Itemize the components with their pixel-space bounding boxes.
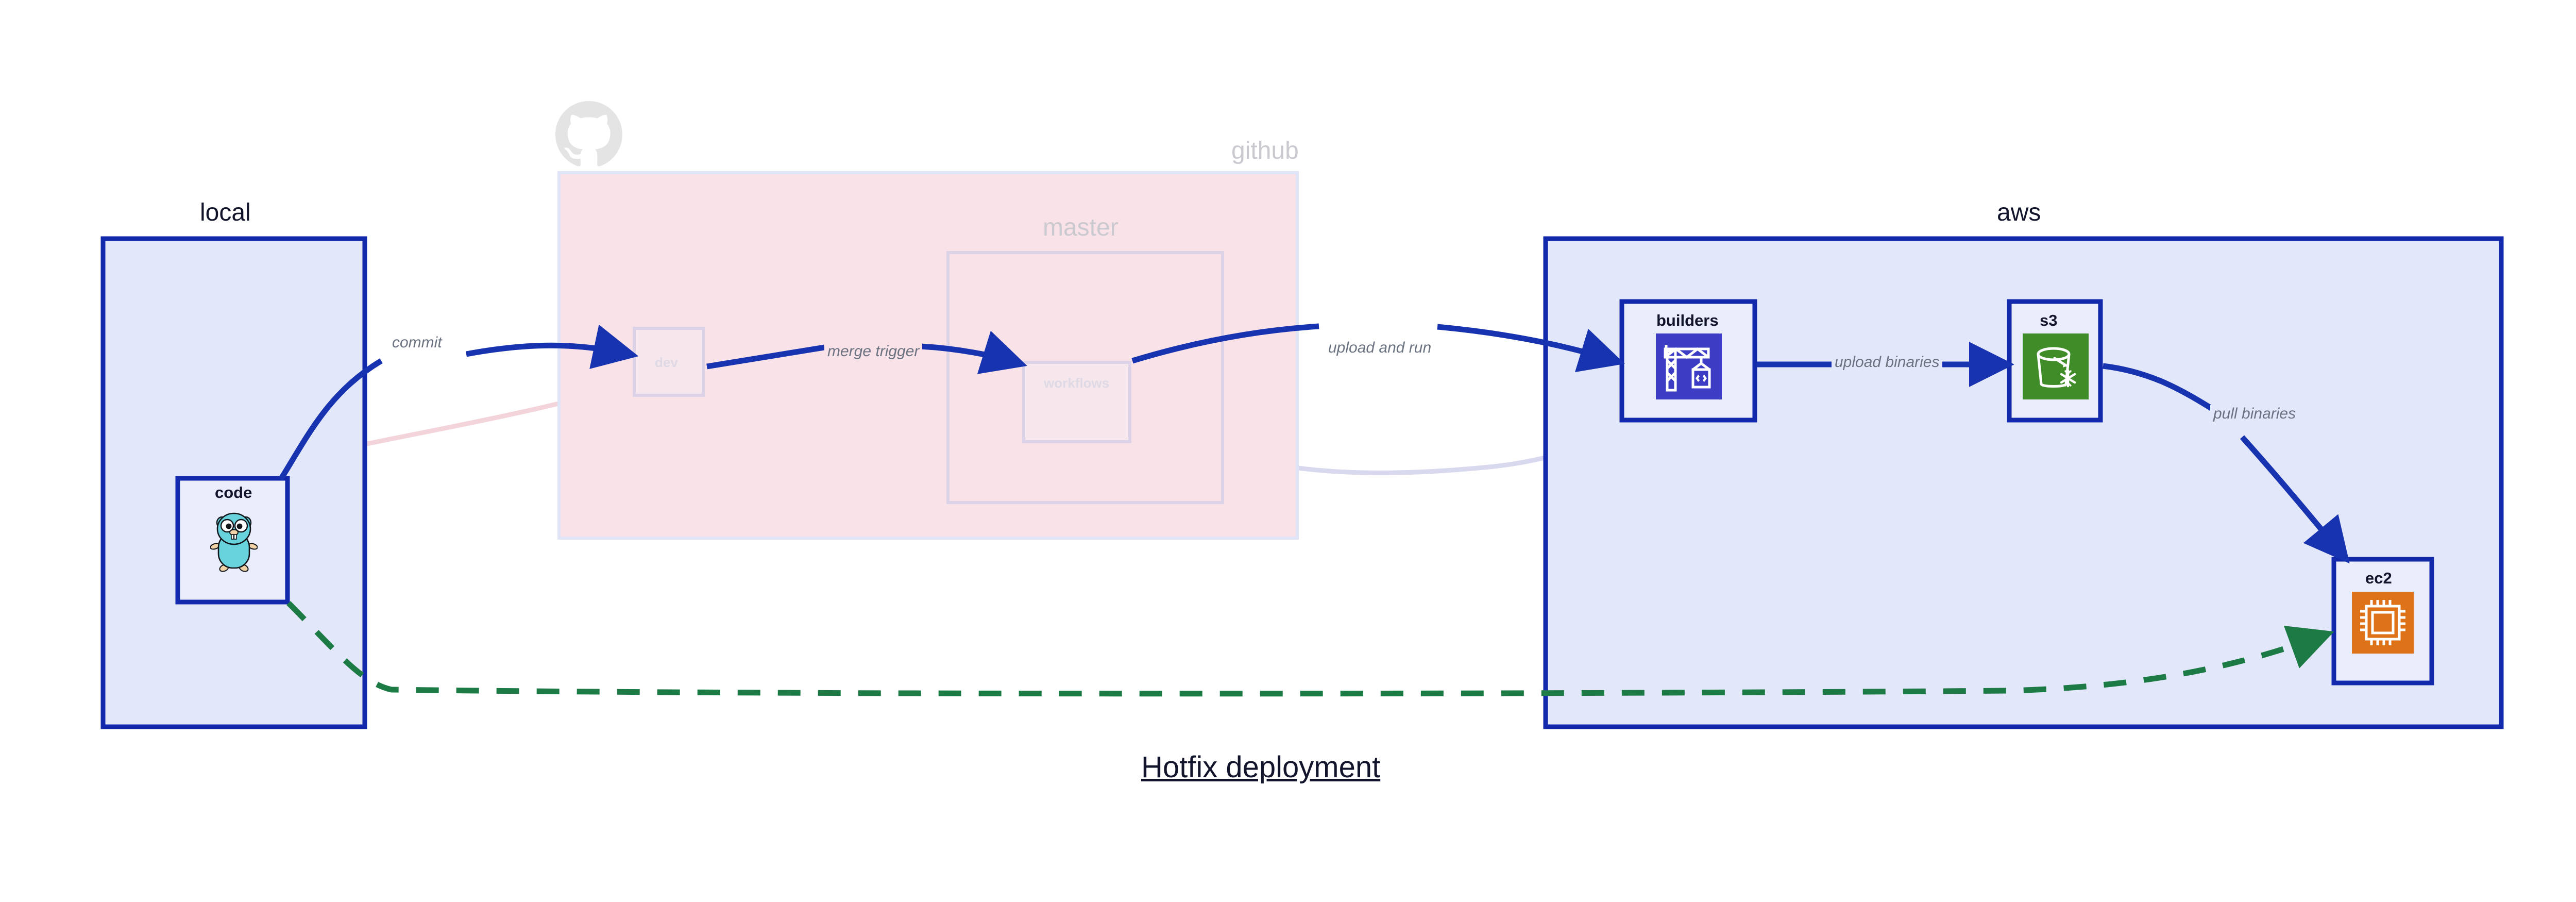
group-label-aws: aws xyxy=(1997,199,2041,226)
edge-label-upload-and-run: upload and run xyxy=(1325,339,1435,357)
go-gopher-icon xyxy=(210,509,258,573)
node-label-s3: s3 xyxy=(2040,311,2058,329)
edge-label-upload-binaries: upload binaries xyxy=(1832,354,1943,371)
edge-pull-binaries xyxy=(2103,363,2219,415)
edge-hotfix-direct xyxy=(286,601,2334,697)
aws-codebuild-icon xyxy=(1656,333,1722,399)
node-box-workflows[interactable] xyxy=(1022,361,1131,443)
edge-pull-binaries-tail xyxy=(2240,435,2350,564)
edge-commit xyxy=(278,358,383,481)
edge-merge-trigger xyxy=(706,344,825,370)
aws-ec2-chip-icon xyxy=(2352,592,2414,654)
edge-label-commit: commit xyxy=(389,334,445,352)
node-label-ec2: ec2 xyxy=(2365,569,2392,587)
node-label-builders: builders xyxy=(1656,311,1719,329)
group-label-github: github xyxy=(1231,137,1299,164)
edge-commit-tail xyxy=(465,324,639,369)
edge-label-pull-binaries: pull binaries xyxy=(2210,405,2299,423)
edge-upload-and-run xyxy=(1131,323,1319,364)
edge-merge-trigger-tail xyxy=(920,330,1027,374)
edge-label-merge-trigger: merge trigger xyxy=(824,343,923,360)
edge-upload-and-run-tail xyxy=(1437,324,1625,373)
group-master xyxy=(946,251,1224,504)
group-label-local: local xyxy=(200,199,251,226)
node-label-code: code xyxy=(215,483,252,502)
node-label-dev: dev xyxy=(655,355,678,370)
node-label-workflows: workflows xyxy=(1044,375,1110,391)
aws-s3-glacier-icon xyxy=(2023,333,2089,399)
group-label-master: master xyxy=(1043,214,1118,241)
github-octocat-icon xyxy=(555,101,622,168)
diagram-title: Hotfix deployment xyxy=(1141,750,1381,784)
